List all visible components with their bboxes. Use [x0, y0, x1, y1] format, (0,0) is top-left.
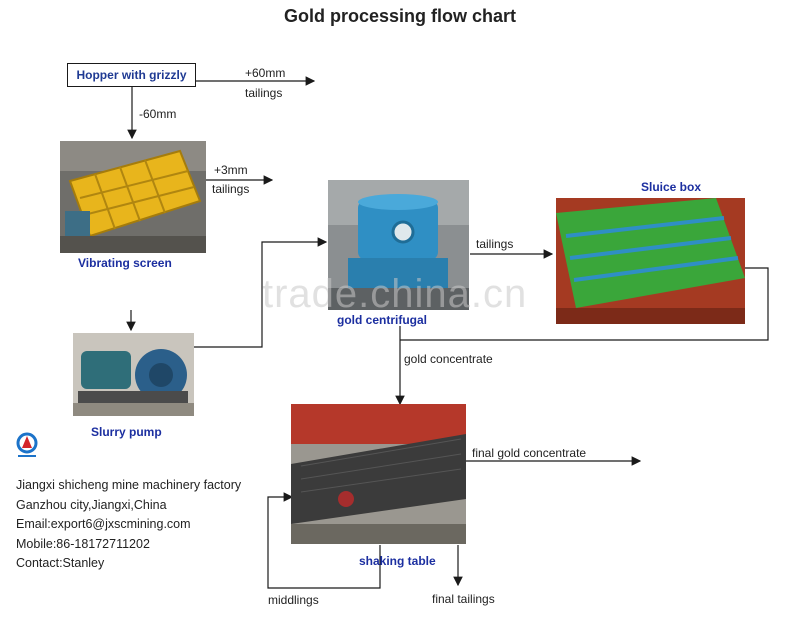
gold-centrifugal-caption: gold centrifugal [337, 313, 427, 327]
arrow-middlings-loop [267, 492, 381, 589]
contact-company: Jiangxi shicheng mine machinery factory [16, 478, 242, 492]
label-final-tailings: final tailings [432, 592, 495, 606]
contact-person: Contact:Stanley [16, 556, 105, 570]
sluice-box-caption: Sluice box [641, 180, 702, 194]
shaking-table-image [291, 404, 466, 544]
contact-block: Jiangxi shicheng mine machinery factory … [16, 476, 241, 574]
watermark: trade.china.cn [262, 272, 528, 316]
label-tailings-screen: tailings [212, 182, 250, 196]
label-gold-concentrate: gold concentrate [404, 352, 493, 366]
slurry-pump-caption: Slurry pump [91, 425, 162, 439]
page-title: Gold processing flow chart [283, 6, 517, 26]
label-plus3mm: +3mm [214, 163, 248, 177]
contact-mobile: Mobile:86-18172711202 [16, 536, 150, 551]
sluice-box-image [556, 198, 745, 324]
label-tailings-centrifugal: tailings [476, 237, 514, 251]
vibrating-screen-image [60, 141, 206, 253]
gold-centrifugal-image [328, 180, 469, 310]
company-logo-icon [16, 432, 38, 460]
vibrating-screen-caption: Vibrating screen [78, 256, 172, 270]
hopper-node: Hopper with grizzly [67, 63, 196, 87]
label-minus60mm: -60mm [139, 107, 177, 121]
slurry-pump-image [73, 333, 194, 416]
label-tailings-hopper: tailings [245, 86, 283, 100]
label-final-gold-concentrate: final gold concentrate [472, 446, 587, 460]
line-sluice-return [400, 267, 769, 341]
arrow-pump-centrifugal [194, 237, 328, 348]
label-middlings: middlings [268, 593, 319, 607]
contact-email[interactable]: Email:export6@jxscmining.com [16, 517, 191, 531]
label-plus60mm: +60mm [245, 66, 286, 80]
shaking-table-caption: shaking table [359, 554, 436, 568]
contact-address: Ganzhou city,Jiangxi,China [16, 497, 167, 512]
